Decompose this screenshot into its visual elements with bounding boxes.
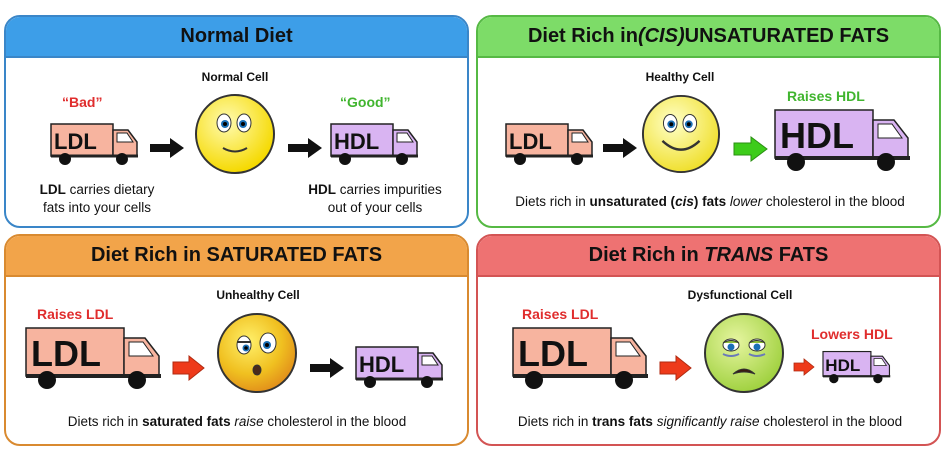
hdl-truck-large-icon: HDL <box>774 109 910 171</box>
effect-label: Raises LDL <box>37 306 114 322</box>
effect-label: Raises HDL <box>787 88 865 104</box>
effect-label-right: Lowers HDL <box>811 326 893 342</box>
panel-title: Diet Rich in (CIS) UNSATURATED FATS <box>478 17 939 58</box>
panel-title: Diet Rich in TRANS FATS <box>478 236 939 277</box>
arrow-right-icon <box>150 138 184 158</box>
panel-title: Diet Rich in SATURATED FATS <box>6 236 467 277</box>
trans-caption: Diets rich in trans fats significantly r… <box>517 414 903 429</box>
cell-label: Dysfunctional Cell <box>687 288 793 302</box>
effect-label-left: Raises LDL <box>522 306 599 322</box>
panel-title-text: Normal Diet <box>180 25 293 47</box>
unhealthy-cell-face-icon <box>217 313 297 393</box>
cell-label: Healthy Cell <box>645 70 715 84</box>
cell-label: Unhealthy Cell <box>216 288 300 302</box>
good-label: “Good” <box>340 94 391 110</box>
hdl-truck-icon: HDL <box>355 346 443 388</box>
arrow-right-icon <box>288 138 322 158</box>
ldl-truck-icon: LDL <box>505 123 593 165</box>
small-red-arrow-icon <box>793 358 815 376</box>
hdl-truck-small-icon: HDL <box>822 350 891 384</box>
hdl-caption: HDL carries impurities out of your cells <box>308 182 442 215</box>
normal-cell-face-icon <box>195 94 275 174</box>
truck-label: LDL <box>518 333 588 374</box>
truck-label: HDL <box>825 356 860 375</box>
cis-caption: Diets rich in unsaturated (cis) fats low… <box>515 194 905 209</box>
red-arrow-icon <box>659 354 692 382</box>
truck-label: HDL <box>780 115 854 156</box>
green-arrow-icon <box>733 136 768 162</box>
arrow-right-icon <box>603 138 637 158</box>
panel-normal-diet: Normal Diet <box>4 15 469 228</box>
ldl-caption: LDL carries dietary fats into your cells <box>39 182 155 215</box>
truck-label: LDL <box>509 129 552 154</box>
bad-label: “Bad” <box>62 94 103 110</box>
arrow-right-icon <box>310 358 344 378</box>
ldl-truck-icon: LDL <box>50 123 138 165</box>
saturated-caption: Diets rich in saturated fats raise chole… <box>67 414 407 429</box>
hdl-truck-icon: HDL <box>330 123 418 165</box>
panel-title-text: Diet Rich in SATURATED FATS <box>90 244 383 266</box>
ldl-truck-large-icon: LDL <box>25 327 161 389</box>
dysfunctional-cell-face-icon <box>704 313 784 393</box>
truck-label: HDL <box>359 352 404 377</box>
truck-label: HDL <box>334 129 379 154</box>
red-arrow-icon <box>172 354 205 382</box>
cell-label: Normal Cell <box>201 70 269 84</box>
truck-label: LDL <box>54 129 97 154</box>
ldl-truck-large-icon: LDL <box>512 327 648 389</box>
panel-title: Normal Diet <box>6 17 467 58</box>
happy-cell-face-icon <box>641 94 721 174</box>
truck-label: LDL <box>31 333 101 374</box>
